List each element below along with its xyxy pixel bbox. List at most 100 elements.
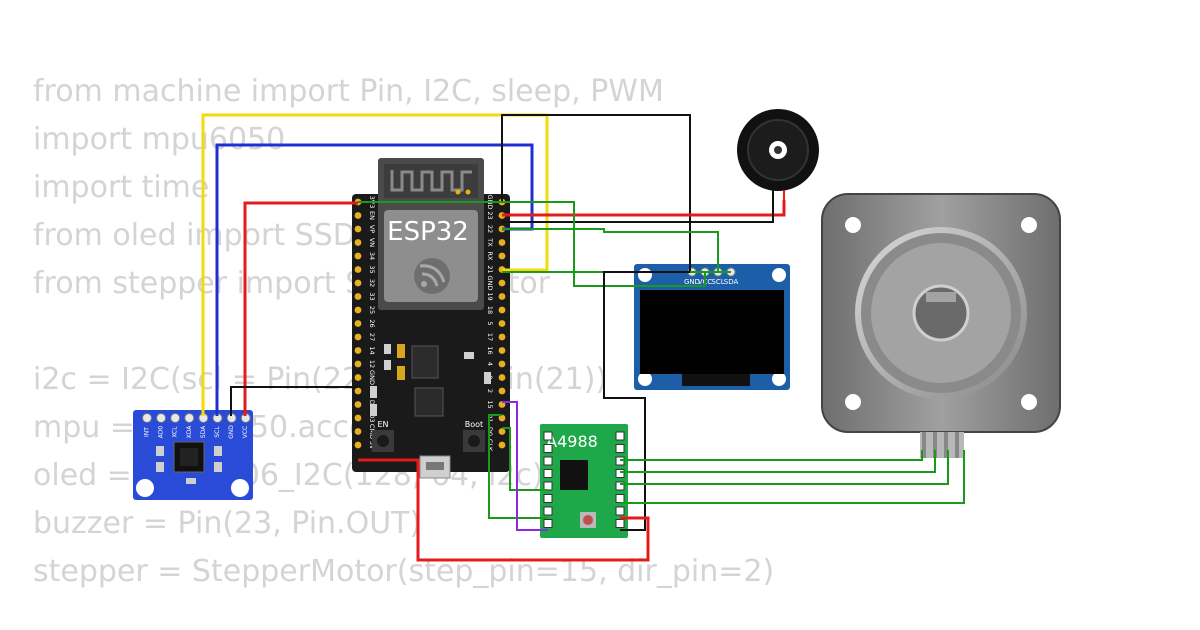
esp32-pin-label: 25 [368, 306, 376, 314]
boot-button[interactable] [463, 430, 485, 452]
mpu-pin-label: XCL [172, 426, 179, 438]
esp32-pin-label: 27 [368, 333, 376, 341]
esp32-pin[interactable] [354, 401, 362, 408]
buzzer[interactable] [737, 109, 819, 214]
driver-pin[interactable] [543, 444, 553, 453]
mpu-pin-label: SCL [214, 426, 221, 438]
code-line: from machine import Pin, I2C, sleep, PWM [33, 74, 664, 109]
esp32-pin[interactable] [498, 428, 506, 435]
driver-pin[interactable] [615, 469, 625, 478]
mpu-pin[interactable] [142, 413, 152, 423]
esp32-pin[interactable] [498, 414, 506, 422]
esp32-pin-label: 5 [486, 321, 494, 325]
esp32-pin[interactable] [498, 387, 506, 395]
esp32-pin[interactable] [498, 374, 506, 381]
mpu-pin[interactable] [156, 413, 167, 423]
stepper-motor[interactable] [821, 193, 1061, 458]
esp32-pin[interactable] [498, 279, 506, 287]
esp32-pin[interactable] [498, 306, 506, 314]
wire-green-driver-step [488, 414, 548, 519]
wire-black-oled-gnd [501, 114, 691, 272]
esp32-pin-label: 23 [486, 211, 494, 219]
mpu-pin[interactable] [170, 413, 181, 423]
driver-pin[interactable] [615, 494, 625, 503]
esp32-pin-label: 33 [368, 292, 376, 300]
oled-screen [640, 290, 784, 374]
esp32-pin[interactable] [498, 333, 506, 341]
esp32-pin-label: 4 [486, 362, 494, 366]
esp32-pin[interactable] [354, 239, 362, 246]
esp32-pin[interactable] [354, 320, 362, 327]
driver-pin[interactable] [543, 431, 553, 441]
boot-button-label: Boot [465, 420, 483, 429]
wire-red-vcc [243, 201, 358, 416]
esp32-title: ESP32 [387, 217, 469, 247]
oled-pin-label: SCL [711, 278, 724, 286]
esp32-pin-label: 2 [486, 389, 494, 393]
mpu-pin-label: XDA [186, 425, 193, 439]
esp32-pin[interactable] [354, 252, 362, 260]
oled-pin-label: SDA [724, 278, 739, 286]
driver-pin[interactable] [543, 481, 553, 491]
code-line: buzzer = Pin(23, Pin.OUT) [33, 506, 422, 541]
esp32-pin-label: RX [486, 252, 494, 262]
esp32-pin[interactable] [354, 347, 362, 354]
code-line: stepper = StepperMotor(step_pin=15, dir_… [33, 554, 775, 589]
esp32-pin-label: TX [486, 237, 494, 247]
driver-pin[interactable] [543, 519, 553, 528]
driver-pin[interactable] [615, 506, 625, 516]
esp32-pin[interactable] [354, 360, 362, 368]
mpu-pin-label: GND [228, 425, 235, 439]
esp32-pin[interactable] [354, 333, 362, 341]
esp32-pin[interactable] [354, 441, 362, 449]
esp32-pin-label: 32 [368, 279, 376, 287]
esp32-pin[interactable] [498, 320, 506, 327]
wire-green-coil-4 [620, 450, 965, 504]
a4988-title: A4988 [546, 432, 598, 451]
esp32-pin-label: 34 [368, 252, 376, 260]
esp32-pin[interactable] [498, 347, 506, 354]
esp32-pin[interactable] [354, 212, 362, 219]
driver-pin[interactable] [543, 469, 553, 478]
esp32-pin[interactable] [354, 387, 362, 395]
driver-pin[interactable] [543, 456, 553, 466]
driver-pin[interactable] [615, 481, 625, 491]
wire-red-driver-power [358, 458, 650, 562]
esp32-pin-label: 12 [368, 360, 376, 368]
esp32-pin-label: VN [368, 238, 376, 247]
code-line: import mpu6050 [33, 122, 286, 157]
a4988-driver[interactable]: A4988 [540, 424, 628, 538]
esp32-pin[interactable] [354, 428, 362, 435]
esp32-pin[interactable] [354, 266, 362, 273]
esp32-pin-label: GND [368, 370, 376, 385]
esp32-pin[interactable] [354, 293, 362, 300]
esp32-board[interactable]: ESP32 3V3ENVPVN343532332526271412GND13D2… [352, 158, 510, 479]
esp32-pin[interactable] [354, 306, 362, 314]
mpu-pin[interactable] [184, 413, 195, 423]
driver-pin[interactable] [543, 506, 553, 516]
esp32-pin-label: 16 [486, 346, 494, 354]
esp32-pin[interactable] [354, 279, 362, 287]
driver-pin[interactable] [543, 494, 553, 503]
esp32-pin[interactable] [498, 360, 506, 368]
esp32-pin[interactable] [498, 239, 506, 246]
esp32-pin[interactable] [354, 414, 362, 422]
esp32-pin[interactable] [354, 225, 362, 233]
driver-pin[interactable] [615, 431, 625, 441]
esp32-pin[interactable] [354, 374, 362, 381]
esp32-pin[interactable] [498, 441, 506, 449]
esp32-pin-label: 22 [486, 225, 494, 233]
esp32-pin-label: 18 [486, 306, 494, 314]
wire-green-oled-scl [502, 228, 719, 272]
en-button[interactable] [372, 430, 394, 452]
driver-pin[interactable] [615, 519, 625, 528]
wire-purple-driver [502, 401, 548, 531]
esp32-pin-label: 35 [368, 265, 376, 273]
esp32-pin[interactable] [498, 293, 506, 300]
esp32-pin[interactable] [498, 252, 506, 260]
esp32-pin-label: 21 [486, 265, 494, 273]
driver-pin[interactable] [615, 444, 625, 453]
wire-green-oled-vcc [358, 201, 706, 287]
